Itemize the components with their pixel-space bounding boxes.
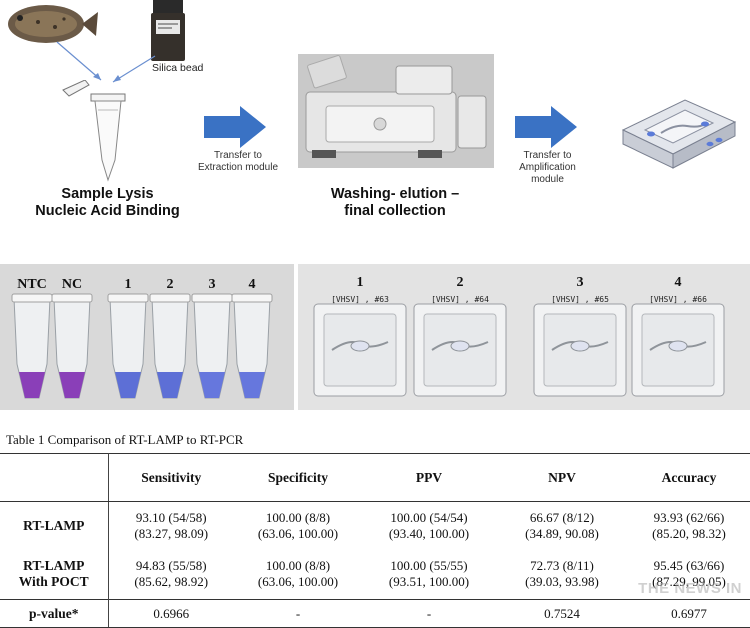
- table-cell: 94.83 (55/58)(85.62, 98.92): [134, 558, 209, 590]
- table-cell: 93.10 (54/58)(83.27, 98.09): [134, 509, 209, 541]
- microtube-image: [62, 80, 126, 182]
- extraction-module-photo: [298, 54, 494, 168]
- watermark: THE NEWS IN: [638, 580, 742, 597]
- chip-handwritten-tag: [VHSV] , #66: [649, 295, 707, 304]
- table-caption: Table 1 Comparison of RT-LAMP to RT-PCR: [6, 432, 244, 447]
- chip-handwritten-tag: [VHSV] , #65: [551, 295, 609, 304]
- table-cell: -: [362, 599, 496, 628]
- chip-number-label: 1: [357, 275, 364, 290]
- tube-label: 3: [209, 277, 216, 292]
- silica-bead-label: Silica bead: [152, 62, 204, 74]
- header-specificity: Specificity: [234, 453, 362, 502]
- chip-handwritten-tag: [VHSV] , #64: [431, 295, 489, 304]
- silica-bead-bottle-image: [151, 0, 185, 61]
- header-npv: NPV: [496, 453, 628, 502]
- tube-liquid: [115, 372, 141, 398]
- tube-liquid: [199, 372, 225, 398]
- table-row-pvalue: p-value* 0.6966 - - 0.7524 0.6977: [0, 599, 750, 628]
- table-cell: -: [234, 599, 362, 628]
- tube-label: NC: [62, 277, 82, 292]
- table-cell: 93.93 (62/66)(85.20, 98.32): [652, 509, 726, 541]
- tube-liquid: [239, 372, 265, 398]
- table-cell: 100.00 (8/8)(63.06, 100.00): [257, 509, 339, 541]
- table-cell: 100.00 (8/8)(63.06, 100.00): [257, 558, 339, 590]
- transfer-amplification-label: Transfer to Amplification module: [519, 150, 576, 185]
- table-row: RT-LAMP 93.10 (54/58)(83.27, 98.09) 100.…: [0, 501, 750, 550]
- row-label: p-value*: [0, 599, 109, 628]
- transfer-arrow-1: [204, 106, 266, 148]
- tube-liquid: [19, 372, 45, 398]
- table-header-row: Sensitivity Specificity PPV NPV Accuracy: [0, 453, 750, 502]
- table-cell: 72.73 (8/11)(39.03, 93.98): [525, 558, 599, 590]
- table-cell: 66.67 (8/12)(34.89, 90.08): [525, 509, 599, 541]
- table-cell: 100.00 (54/54)(93.40, 100.00): [388, 509, 470, 541]
- chip-results-photo: 1 [VHSV] , #63 2 [VHSV] , #64 3 [VHSV] , #65 4…: [298, 264, 750, 410]
- tube-liquid: [59, 372, 85, 398]
- chip-number-label: 4: [675, 275, 682, 290]
- amplification-module-image: [621, 99, 737, 169]
- header-sensitivity: Sensitivity: [108, 453, 234, 502]
- transfer-extraction-label: Transfer to Extraction module: [197, 150, 279, 173]
- step1-title: Sample Lysis Nucleic Acid Binding: [35, 186, 180, 219]
- tube-label: 4: [249, 277, 256, 292]
- fish-image: [8, 5, 98, 43]
- row-label: RT-LAMP: [0, 501, 109, 550]
- tube-label: 2: [167, 277, 174, 292]
- chip-number-label: 3: [577, 275, 584, 290]
- header-ppv: PPV: [362, 453, 496, 502]
- tube-label: 1: [125, 277, 132, 292]
- transfer-arrow-2: [515, 106, 577, 148]
- table-cell: 100.00 (55/55)(93.51, 100.00): [388, 558, 470, 590]
- step2-title: Washing- elution – final collection: [330, 186, 460, 219]
- chip-handwritten-tag: [VHSV] , #63: [331, 295, 389, 304]
- header-accuracy: Accuracy: [628, 453, 750, 502]
- table-cell: 0.6977: [628, 599, 750, 628]
- tube-colorimetric-photo: NTC NC 1 2 3 4: [0, 264, 294, 410]
- tube-liquid: [157, 372, 183, 398]
- table-cell: 0.7524: [496, 599, 628, 628]
- table-cell: 0.6966: [108, 599, 234, 628]
- comparison-table: Sensitivity Specificity PPV NPV Accuracy…: [0, 453, 750, 628]
- converging-arrows: [56, 41, 156, 83]
- table-cell: 95.45 (63/66)(87.29, 99.05): [652, 558, 726, 590]
- corner-cell: [0, 453, 109, 502]
- chip-number-label: 2: [457, 275, 464, 290]
- tube-label: NTC: [17, 277, 47, 292]
